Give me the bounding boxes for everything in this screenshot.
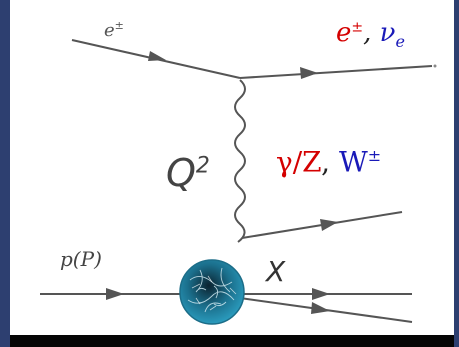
w-boson-symbol: W — [338, 145, 368, 179]
proton-label: p(P) — [60, 247, 102, 271]
outgoing-lepton-line — [239, 65, 433, 79]
neutrino-flavor: e — [395, 32, 405, 52]
incoming-proton-arrow — [106, 288, 124, 300]
boson-propagator — [234, 79, 246, 243]
hadron-jet-arrow-top — [320, 219, 338, 231]
outgoing-lepton-label: e±, νe — [336, 20, 405, 50]
electron-symbol: e — [336, 18, 352, 48]
incoming-lepton-label: e± — [104, 19, 124, 41]
incoming-lepton-arrow — [148, 51, 166, 61]
background-edge-right — [454, 0, 459, 347]
hadron-jet-arrow-low — [311, 302, 330, 314]
bottom-bar — [10, 335, 454, 347]
boson-separator: , — [321, 145, 339, 179]
neutral-boson-label: γ/Z — [276, 145, 322, 179]
lepton-separator: , — [363, 18, 380, 48]
final-state-label: X — [266, 255, 286, 288]
outgoing-lepton-endpoint — [433, 64, 437, 68]
background-edge-left — [0, 0, 10, 347]
w-boson-charge: ± — [367, 146, 382, 165]
momentum-transfer-label: Q2 — [166, 151, 210, 195]
neutrino-symbol: ν — [379, 18, 396, 48]
exchange-boson-label: γ/Z, W± — [276, 148, 381, 176]
electron-charge: ± — [351, 19, 364, 36]
hadron-jet-arrow-mid — [312, 288, 330, 300]
outgoing-lepton-arrow — [300, 67, 318, 79]
proton-blob — [179, 259, 245, 325]
